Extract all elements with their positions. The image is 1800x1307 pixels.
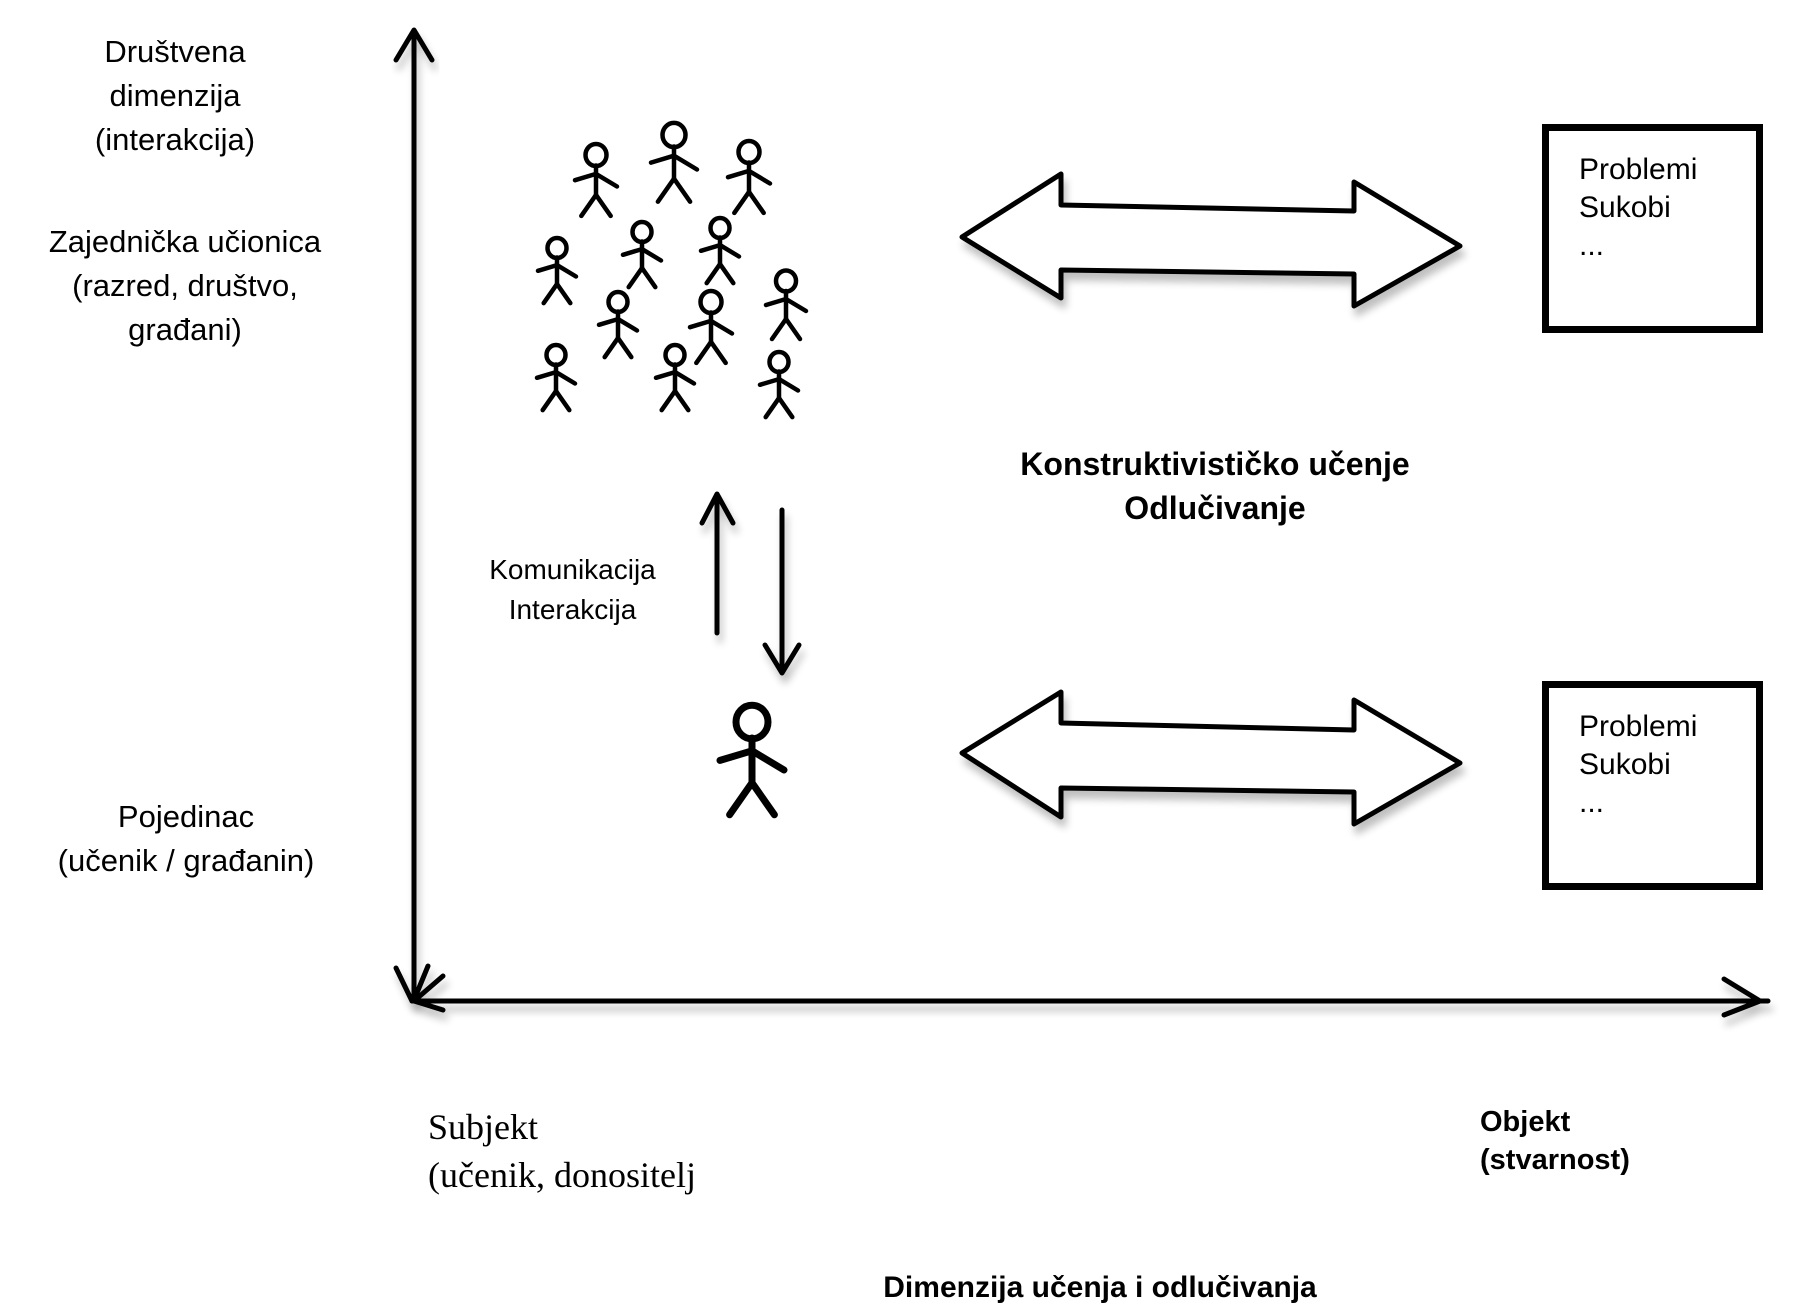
stick-figure-icon [596,289,640,360]
stick-figure-icon [698,215,742,286]
x-axis-arrowhead-icon [1721,976,1763,1018]
communication-label-line: Interakcija [508,594,637,625]
y-axis [393,27,435,1003]
group-label-line: (razred, društvo, [72,268,298,303]
x-axis-left-label-line: (učenik, donositelj [428,1155,696,1195]
individual-label: Pojedinac (učenik / građanin) [0,795,372,883]
center-label: Konstruktivističko učenje Odlučivanje [940,442,1490,530]
problems-box-line: Sukobi [1579,748,1671,781]
stick-figure-icon [648,120,700,204]
double-arrow-bottom-icon [959,689,1463,827]
x-axis-right-label-line: Objekt [1480,1106,1571,1138]
x-axis-left-label: Subjekt (učenik, donositelj [428,1103,696,1199]
x-axis-left-label-line: Subjekt [428,1107,539,1147]
center-label-line: Odlučivanje [1124,490,1306,526]
stick-figure-icon [534,342,578,413]
stick-figure-icon [716,701,788,819]
x-axis [393,963,1771,1018]
double-arrow-top-icon [959,171,1463,309]
stick-figure-icon [653,342,697,413]
group-label-line: građani) [128,312,242,347]
communication-label: Komunikacija Interakcija [460,550,685,630]
problems-box-line: ... [1579,229,1605,262]
problems-box-line: ... [1579,786,1605,819]
origin-arrowheads-icon [393,963,446,1013]
stick-figure-icon [725,138,773,216]
y-axis-top-label-line: (interakcija) [94,122,256,157]
individual-label-line: Pojedinac [117,799,255,834]
stick-figure-icon [763,268,809,342]
problems-box-top: Problemi Sukobi ... [1542,124,1763,333]
y-axis-arrowhead-icon [393,27,435,63]
individual-stick-figure [716,701,788,819]
stick-figure-icon [757,349,801,420]
group-label: Zajednička učionica (razred, društvo, gr… [0,220,370,352]
x-axis-right-label: Objekt (stvarnost) [1480,1103,1630,1179]
stick-figure-icon [687,288,735,366]
problems-box-line: Problemi [1579,153,1698,186]
problems-box-bottom: Problemi Sukobi ... [1542,681,1763,890]
problems-box-line: Sukobi [1579,191,1671,224]
y-axis-top-label-line: dimenzija [109,78,241,113]
x-axis-right-label-line: (stvarnost) [1480,1144,1630,1176]
individual-label-line: (učenik / građanin) [57,843,315,878]
center-label-line: Konstruktivističko učenje [1020,446,1410,482]
communication-label-line: Komunikacija [489,554,656,585]
communication-arrows [699,491,802,676]
stick-figure-icon [620,219,664,290]
y-axis-top-label-line: Društvena [104,34,246,69]
arrow-up-icon [699,491,736,636]
y-axis-top-label: Društvena dimenzija (interakcija) [0,30,350,162]
x-axis-title: Dimenzija učenja i odlučivanja [883,1271,1317,1304]
stick-figure-icon [535,235,579,306]
arrow-down-icon [762,507,802,676]
problems-box-line: Problemi [1579,710,1698,743]
group-stick-figures [534,120,809,420]
group-label-line: Zajednička učionica [48,224,322,259]
stick-figure-icon [572,141,620,219]
